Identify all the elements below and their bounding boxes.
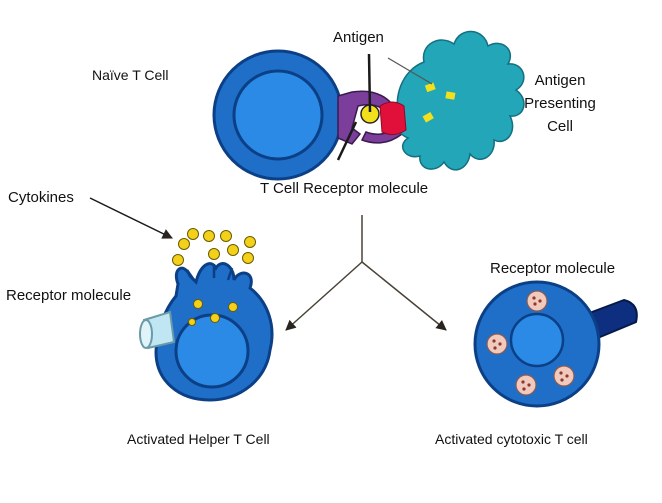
- cytotoxic-t-cell-label: Activated cytotoxic T cell: [435, 431, 588, 447]
- naive-t-cell: [212, 49, 344, 181]
- cytokine-particles: [172, 228, 256, 266]
- apc-label-line3: Cell: [547, 118, 573, 135]
- antigen-to-apc-pointer: [387, 57, 433, 85]
- differentiation-arrows: [285, 215, 447, 331]
- tcr-molecule-label: T Cell Receptor molecule: [260, 180, 428, 197]
- apc-label-line2: Presenting: [524, 95, 596, 112]
- helper-t-cell-label: Activated Helper T Cell: [127, 431, 270, 447]
- cytokines-label: Cytokines: [8, 189, 74, 206]
- mhc-molecule: [379, 101, 407, 136]
- cytotoxic-granules: [486, 290, 575, 396]
- antigen-pointer: [367, 53, 372, 113]
- tcr-pointer: [336, 121, 358, 161]
- helper-receptor-end: [139, 319, 153, 349]
- antigen-label: Antigen: [333, 29, 384, 46]
- helper-t-cell: [154, 262, 274, 402]
- cytotoxic-receptor-label: Receptor molecule: [490, 260, 615, 277]
- apc-label-line1: Antigen: [535, 72, 586, 89]
- cytokines-pointer: [89, 197, 173, 239]
- cytotoxic-t-cell: [473, 280, 638, 408]
- naive-t-cell-label: Naïve T Cell: [92, 67, 169, 83]
- helper-receptor-label: Receptor molecule: [6, 287, 131, 304]
- antigen-presenting-cell: [396, 30, 525, 171]
